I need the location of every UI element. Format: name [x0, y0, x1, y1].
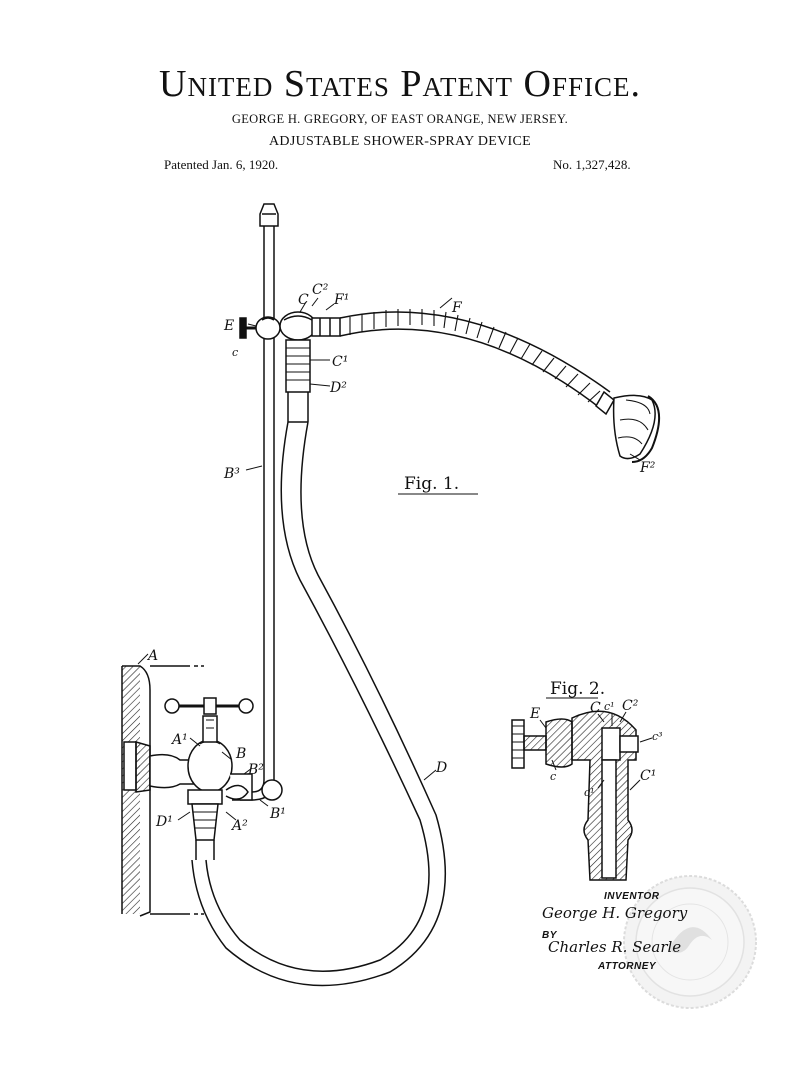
label-c: c [232, 346, 238, 359]
label-F: F [451, 300, 463, 316]
figure-1-caption: Fig. 1. [398, 474, 478, 495]
fig2-label-c1b: c¹ [584, 786, 595, 799]
patent-number: No. 1,327,428. [553, 157, 631, 172]
device-title: ADJUSTABLE SHOWER-SPRAY DEVICE [269, 134, 531, 149]
by-label: BY [542, 930, 558, 941]
label-C: C [298, 292, 309, 308]
label-B: B [235, 746, 246, 762]
figure-2-label: Fig. 2. [550, 679, 605, 699]
fig2-label-c: c [550, 770, 556, 783]
figure-1-label: Fig. 1. [404, 474, 459, 494]
figure-1-drawing [121, 203, 660, 987]
patent-date: Patented Jan. 6, 1920. [164, 157, 279, 172]
faucet-assembly [123, 697, 254, 860]
figure-1-labels: E c C C² F¹ F C¹ D² B³ F² A A¹ B B² D¹ A… [146, 282, 656, 834]
signature-block: INVENTOR George H. Gregory BY Charles R.… [542, 891, 688, 972]
label-F1: F¹ [333, 292, 349, 308]
rod-cap [259, 203, 279, 227]
fig2-label-C2: C² [622, 698, 639, 714]
label-A2: A² [230, 818, 248, 834]
label-D: D [435, 760, 447, 776]
inventor-caption: INVENTOR [604, 891, 660, 902]
figure-2-drawing [511, 710, 639, 881]
label-A1: A¹ [170, 732, 188, 748]
figure-2-caption: Fig. 2. [546, 679, 605, 699]
fig2-label-c1a: c¹ [604, 700, 615, 713]
label-B3: B³ [223, 466, 240, 482]
fig2-label-C1: C¹ [640, 768, 656, 784]
label-D1: D¹ [155, 814, 173, 830]
label-C2: C² [312, 282, 329, 298]
attorney-signature: Charles R. Searle [548, 938, 681, 956]
label-B2: B² [247, 762, 264, 778]
figure-2-labels: E C c¹ C² c³ c c¹ C¹ [529, 698, 663, 799]
vertical-rod [263, 226, 275, 780]
label-B1: B¹ [269, 806, 286, 822]
attorney-caption: ATTORNEY [597, 961, 657, 972]
fig2-label-c3: c³ [652, 730, 663, 743]
inventor-line: GEORGE H. GREGORY, OF EAST ORANGE, NEW J… [231, 112, 569, 126]
label-F2: F² [639, 460, 656, 476]
flex-hose-outer [339, 311, 611, 393]
seal-icon [623, 875, 757, 1009]
label-D2: D² [329, 380, 347, 396]
label-A: A [146, 648, 158, 664]
flex-hose-inner [339, 328, 601, 409]
clamp-assembly [239, 311, 341, 423]
page-title: United States Patent Office. [159, 63, 641, 105]
fig2-label-E: E [529, 706, 540, 722]
shower-head [595, 390, 660, 463]
label-C1: C¹ [332, 354, 348, 370]
inventor-signature: George H. Gregory [542, 904, 688, 922]
fig2-label-C: C [590, 700, 601, 716]
rod-joint [261, 779, 283, 801]
hose-d-outer [205, 421, 430, 972]
label-E: E [223, 318, 234, 334]
hose-d-inner [191, 421, 447, 987]
